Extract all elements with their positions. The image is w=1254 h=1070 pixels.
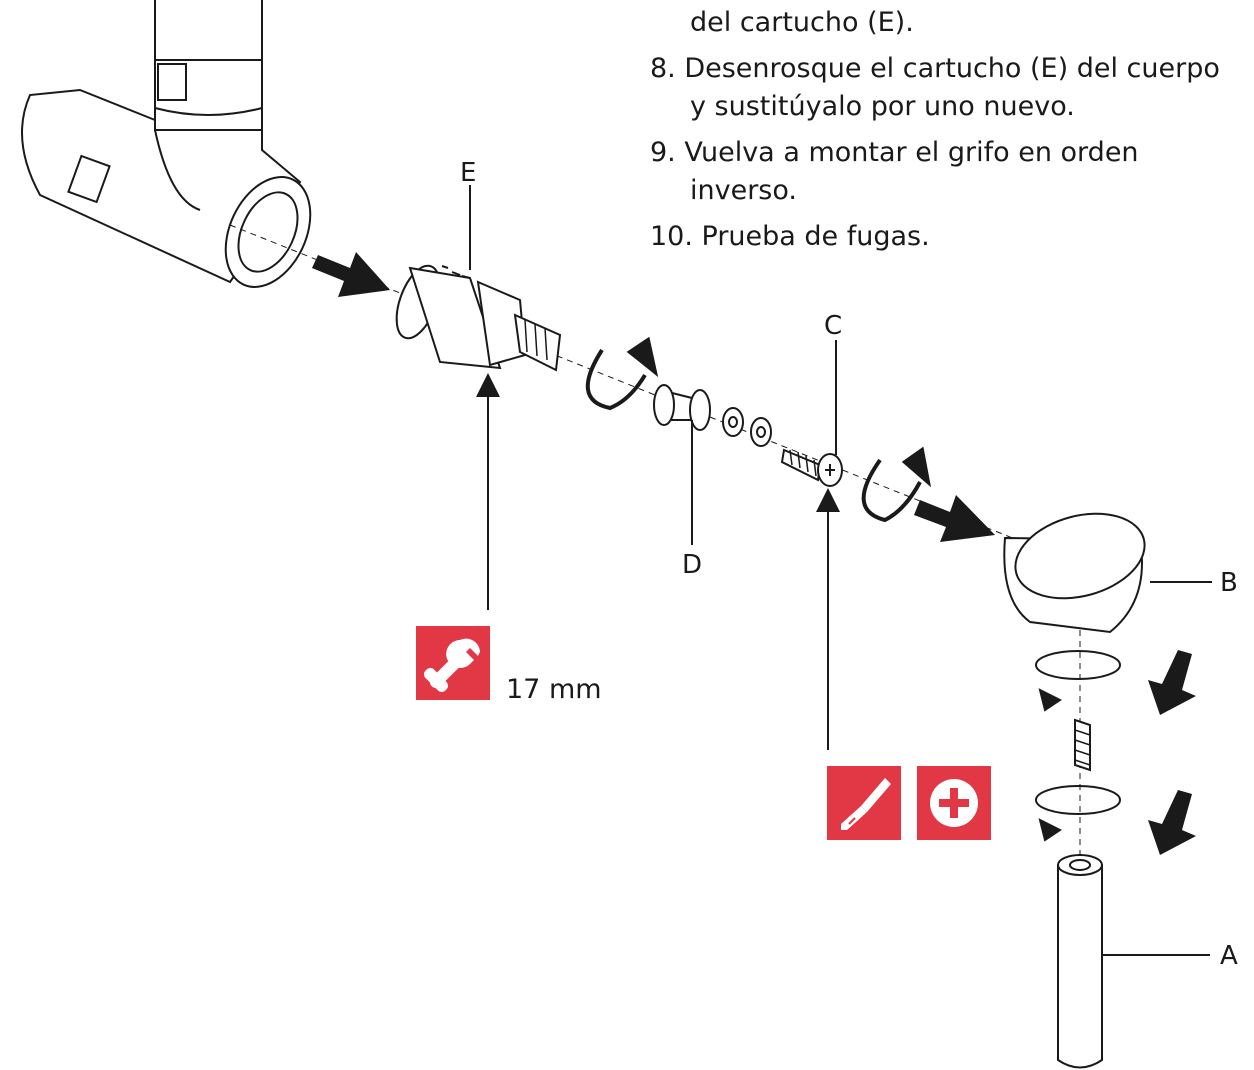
- label-B: B: [1220, 568, 1238, 598]
- down-arrow-lower: [1148, 790, 1196, 855]
- step-9-line-1: 9. Vuelva a montar el grifo en orden: [650, 137, 1139, 168]
- wrench-icon: [416, 626, 490, 700]
- washers: [722, 407, 772, 447]
- screw-C: [780, 448, 843, 487]
- rotate-arrow-cartridge: [585, 336, 659, 411]
- leader-lines: [469, 185, 1212, 956]
- label-D: D: [682, 550, 703, 580]
- label-E: E: [460, 158, 477, 188]
- step-9-line-2: inverso.: [690, 175, 797, 206]
- step-8-line-1: 8. Desenrosque el cartucho (E) del cuerp…: [650, 53, 1220, 84]
- down-arrow-upper: [1148, 650, 1196, 715]
- phillips-head-icon: [917, 766, 991, 840]
- handle-B: [1003, 512, 1146, 634]
- remove-arrow: [914, 495, 995, 542]
- wrench-size-label: 17 mm: [506, 674, 602, 705]
- cartridge-E: [395, 264, 562, 372]
- label-A: A: [1220, 941, 1238, 971]
- step-7-tail: del cartucho (E).: [690, 7, 914, 38]
- lower-assembly: [1035, 630, 1121, 1069]
- screwdriver-icon: [827, 766, 901, 840]
- label-C: C: [824, 311, 843, 341]
- step-8-line-2: y sustitúyalo por uno nuevo.: [690, 91, 1075, 122]
- sleeve-D: [653, 384, 711, 431]
- insert-arrow: [312, 252, 390, 297]
- step-10: 10. Prueba de fugas.: [650, 221, 930, 252]
- valve-body: [21, 0, 312, 288]
- rotate-arrow-screw: [861, 446, 932, 523]
